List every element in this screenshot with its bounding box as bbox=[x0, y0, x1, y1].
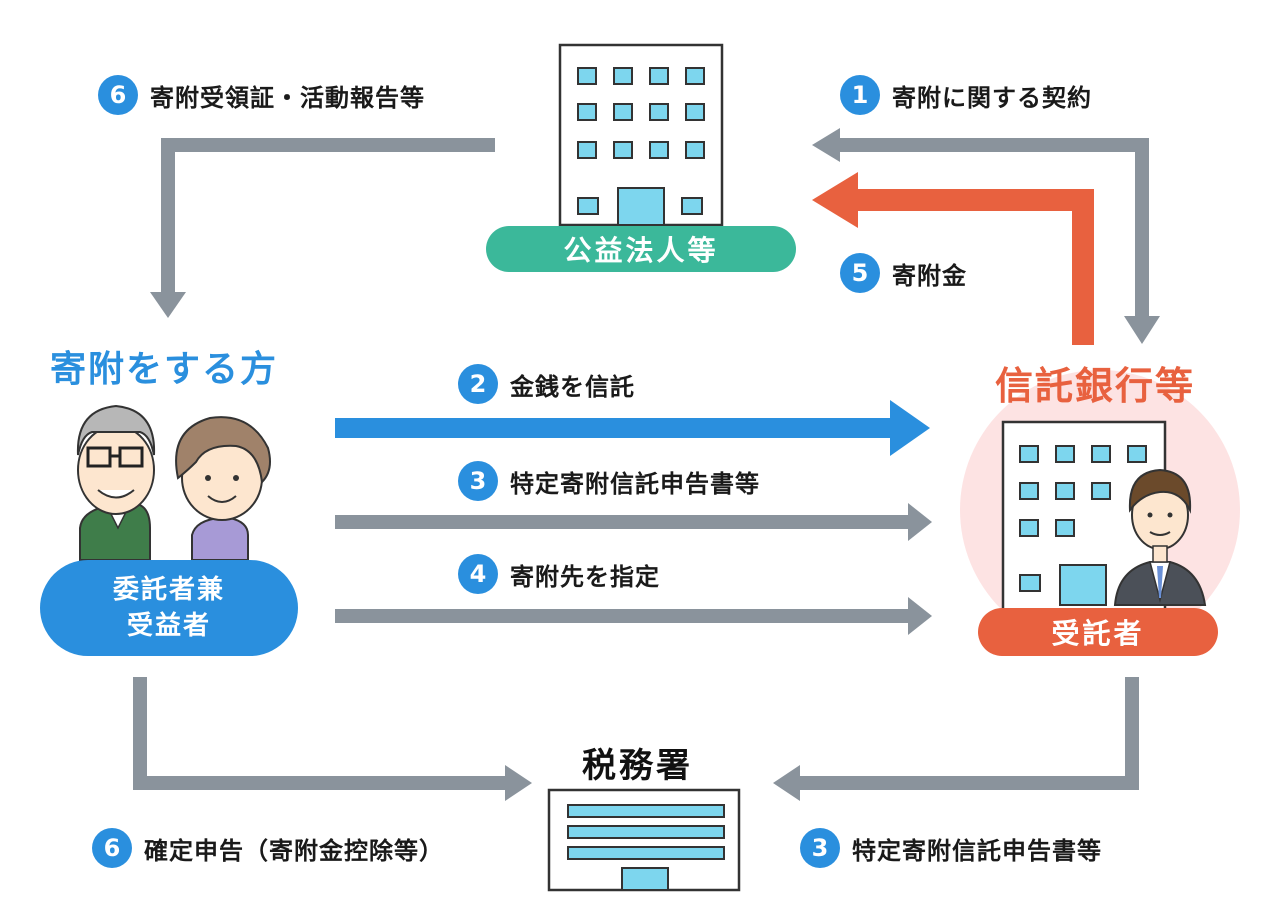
step-number-badge: 5 bbox=[840, 253, 880, 293]
step-label: 寄附に関する契約 bbox=[892, 83, 1092, 112]
arrow-receipt-to-donor bbox=[150, 138, 495, 318]
donor-title: 寄附をする方 bbox=[50, 349, 279, 390]
arrow-trustee-declaration bbox=[773, 677, 1139, 801]
step-tax-return: 6 確定申告（寄附金控除等） bbox=[92, 828, 444, 868]
step-number-badge: 3 bbox=[458, 461, 498, 501]
step-number-badge: 1 bbox=[840, 75, 880, 115]
donor-role-line1: 委託者兼 bbox=[112, 575, 225, 605]
donor-role-line2: 受益者 bbox=[126, 611, 211, 641]
step-label: 寄附先を指定 bbox=[510, 562, 660, 591]
step-trust-money: 2 金銭を信託 bbox=[458, 364, 635, 404]
step-label: 確定申告（寄附金控除等） bbox=[144, 836, 444, 865]
arrow-designate bbox=[335, 597, 932, 635]
step-number-badge: 3 bbox=[800, 828, 840, 868]
arrow-contract bbox=[812, 128, 1160, 344]
step-label: 特定寄附信託申告書等 bbox=[852, 836, 1102, 865]
arrow-tax-return bbox=[133, 677, 532, 801]
step-receipt-report: 6 寄附受領証・活動報告等 bbox=[98, 75, 425, 115]
public-interest-corp-label: 公益法人等 bbox=[486, 226, 796, 272]
arrow-donation bbox=[812, 172, 1094, 345]
step-label: 金銭を信託 bbox=[510, 372, 635, 401]
step-trustee-declaration: 3 特定寄附信託申告書等 bbox=[800, 828, 1102, 868]
step-number-badge: 6 bbox=[92, 828, 132, 868]
trust-bank-title: 信託銀行等 bbox=[995, 364, 1196, 408]
donor-couple-icon bbox=[76, 404, 271, 561]
tax-office-title: 税務署 bbox=[582, 746, 693, 786]
step-designate-recipient: 4 寄附先を指定 bbox=[458, 554, 660, 594]
step-number-badge: 2 bbox=[458, 364, 498, 404]
corp-building-icon bbox=[558, 43, 724, 227]
step-donation-contract: 1 寄附に関する契約 bbox=[840, 75, 1092, 115]
step-label: 特定寄附信託申告書等 bbox=[510, 469, 760, 498]
step-label: 寄附金 bbox=[892, 261, 967, 290]
step-number-badge: 4 bbox=[458, 554, 498, 594]
trustee-businessman-icon bbox=[1113, 468, 1207, 606]
tax-office-building-icon bbox=[547, 788, 741, 892]
step-label: 寄附受領証・活動報告等 bbox=[150, 83, 425, 112]
step-number-badge: 6 bbox=[98, 75, 138, 115]
step-donation-money: 5 寄附金 bbox=[840, 253, 967, 293]
trustee-role-badge: 受託者 bbox=[978, 608, 1218, 656]
step-declaration: 3 特定寄附信託申告書等 bbox=[458, 461, 760, 501]
arrow-trust-money bbox=[335, 400, 930, 456]
donor-role-badge: 委託者兼 受益者 bbox=[40, 560, 298, 656]
arrow-declaration bbox=[335, 503, 932, 541]
